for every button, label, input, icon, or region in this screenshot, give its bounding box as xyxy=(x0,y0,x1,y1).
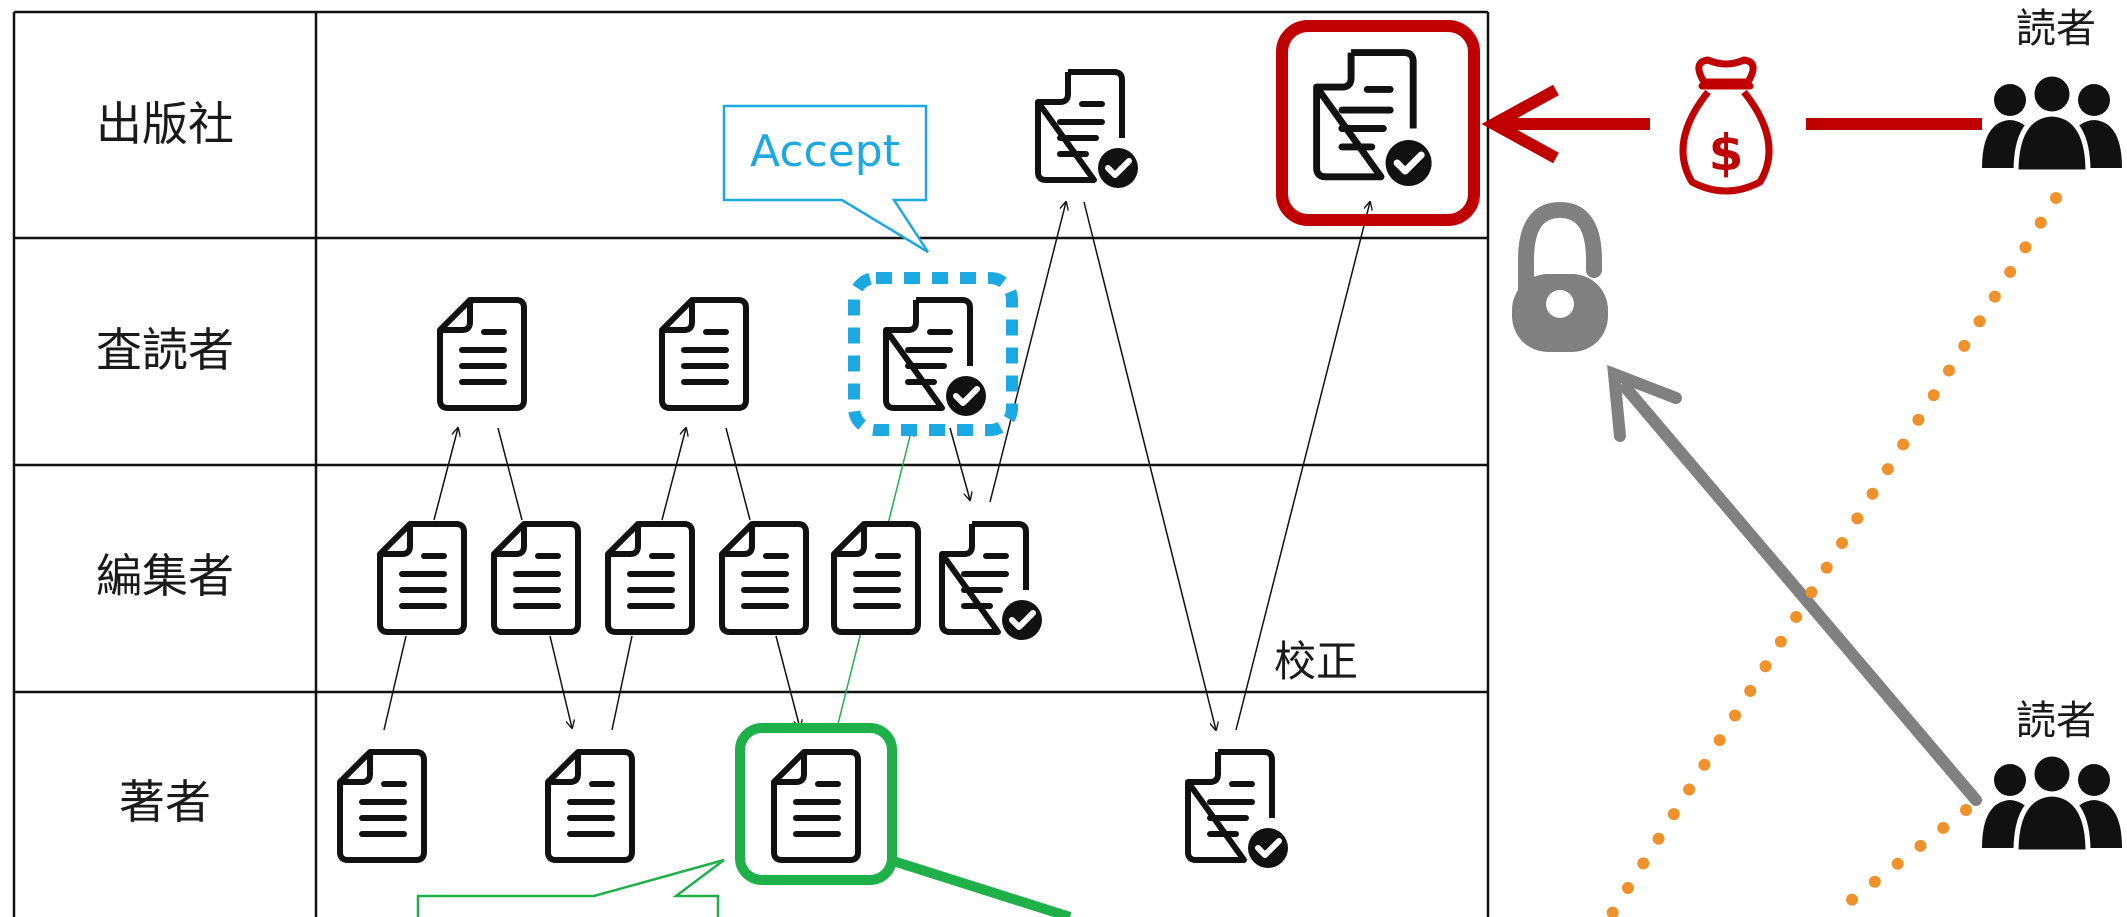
reader-label-bottom: 読者 xyxy=(2016,698,2096,744)
orange-dotted-line xyxy=(1824,804,1972,917)
document-icon xyxy=(834,524,918,632)
people-group-icon xyxy=(1982,754,2122,852)
document-check-icon xyxy=(1188,752,1288,868)
money-bag-icon: $ xyxy=(1679,56,1773,195)
document-check-icon xyxy=(942,524,1042,640)
svg-text:$: $ xyxy=(1709,124,1744,182)
document-icon xyxy=(662,300,746,408)
proofreading-label: 校正 xyxy=(1274,637,1358,686)
reader-label-top: 読者 xyxy=(2016,6,2096,52)
people-group-icon xyxy=(1982,74,2122,172)
row-label-author: 著者 xyxy=(119,775,211,829)
document-icon xyxy=(380,524,464,632)
row-label-reviewer: 査読者 xyxy=(96,323,234,377)
document-icon xyxy=(774,752,858,860)
green-leader-line xyxy=(888,855,1072,917)
green-callout xyxy=(416,858,725,917)
orange-dotted-line xyxy=(1604,192,2062,917)
published-highlight-frame xyxy=(1276,20,1480,226)
document-check-icon xyxy=(1038,72,1138,188)
row-label-publisher: 出版社 xyxy=(96,97,234,151)
accept-label: Accept xyxy=(750,126,900,177)
document-icon xyxy=(722,524,806,632)
author-highlight-frame xyxy=(735,723,897,885)
flow-arrows xyxy=(383,202,1370,730)
swimlane-table xyxy=(12,10,1490,917)
document-icon xyxy=(440,300,524,408)
document-icon xyxy=(494,524,578,632)
row-label-editor: 編集者 xyxy=(96,549,234,603)
gray-access-arrow xyxy=(1607,364,1982,806)
accept-callout xyxy=(722,104,930,254)
document-icon xyxy=(340,752,424,860)
document-check-icon xyxy=(886,300,986,416)
accepted-highlight-frame xyxy=(848,272,1018,436)
padlock-icon xyxy=(1512,201,1608,352)
purchase-flow xyxy=(1481,84,1982,164)
document-check-icon xyxy=(1317,53,1432,186)
document-icon xyxy=(608,524,692,632)
document-icon xyxy=(548,752,632,860)
